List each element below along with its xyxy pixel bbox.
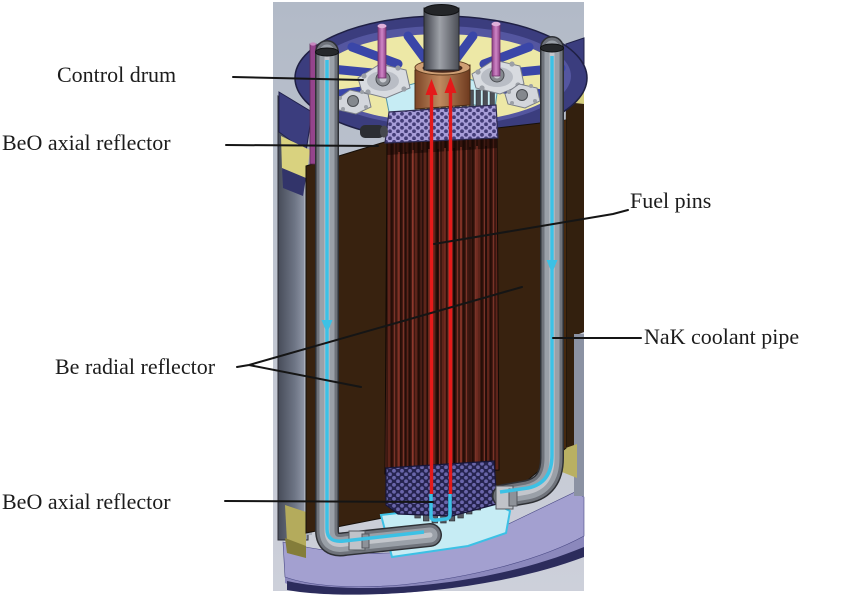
beo-axial-reflector-bottom-lattice <box>385 460 498 517</box>
fuel-pins-region <box>384 134 500 475</box>
leader-be-radial <box>236 286 523 388</box>
control-drum-mount-left <box>357 23 411 99</box>
central-outlet-pipe <box>423 4 460 71</box>
leader-beo-top <box>225 144 379 147</box>
label-nak-coolant-pipe: NaK coolant pipe <box>644 324 800 349</box>
label-control-drum: Control drum <box>57 62 177 87</box>
leader-beo-bottom <box>224 500 434 503</box>
coolant-down-arrow-right <box>546 260 558 273</box>
coolant-flow-lines <box>325 56 554 543</box>
control-drum-mount-right <box>471 21 525 95</box>
leader-control-drum <box>232 76 364 81</box>
drum-motor-stub <box>360 125 384 138</box>
core-flow-up-arrows <box>425 77 457 494</box>
coolant-down-arrow-left <box>321 320 333 333</box>
vessel-base <box>282 491 585 595</box>
control-drum-mounts <box>309 21 541 165</box>
label-beo-axial-reflector-bottom: BeO axial reflector <box>2 489 171 514</box>
label-fuel-pins: Fuel pins <box>630 188 712 213</box>
label-be-radial-reflector: Be radial reflector <box>55 354 216 379</box>
beo-axial-reflector-top-lattice <box>384 104 499 144</box>
label-beo-axial-reflector-top: BeO axial reflector <box>2 130 171 155</box>
leader-fuel-pins <box>433 209 629 245</box>
leader-lines <box>224 76 642 503</box>
